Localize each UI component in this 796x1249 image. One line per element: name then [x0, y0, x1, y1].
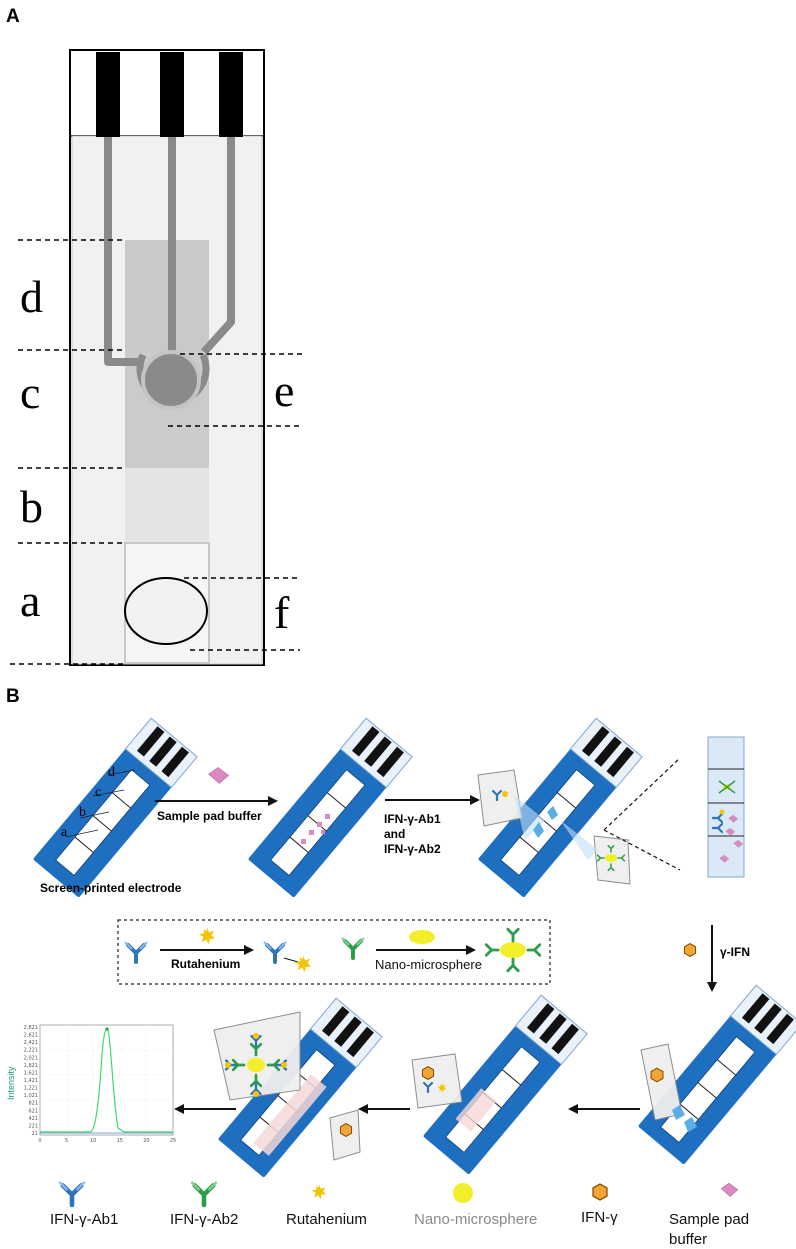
legend-ab1-icon	[59, 1182, 84, 1205]
legend-buffer-icon	[720, 1182, 739, 1197]
legend-ab2-icon	[191, 1182, 216, 1205]
electrode-schematic: d c b a e f	[10, 49, 305, 666]
antibody-electrode-step	[477, 717, 643, 899]
caption-rutahenium: Rutahenium	[171, 957, 240, 971]
signal-peak-line	[40, 1028, 173, 1133]
plot-ytick-label: 821	[28, 1101, 38, 1107]
ifn-electrode-step	[637, 984, 796, 1166]
contact-pad	[96, 52, 120, 137]
caption-ab2: IFN-γ-Ab2	[384, 842, 441, 856]
plot-ytick-label: 221	[28, 1123, 38, 1129]
plot-xtick-label: 0	[38, 1138, 41, 1144]
zoomed-strip	[707, 736, 745, 878]
zone-label-a: a	[20, 575, 40, 626]
legend: IFN-γ-Ab1 IFN-γ-Ab2 Rutahenium Nano-micr…	[50, 1182, 749, 1248]
working-electrode	[141, 350, 201, 410]
buffer-diamond-icon	[208, 767, 229, 784]
plot-ytick-label: 1,221	[24, 1086, 38, 1092]
zone-b-region	[125, 468, 209, 543]
plot-ytick-label: 2,621	[24, 1033, 38, 1039]
complete-sandwich-step	[213, 997, 383, 1179]
strip-letter-d: d	[108, 765, 115, 780]
plot-xtick-label: 5	[65, 1138, 68, 1144]
plot-ytick-label: 1,421	[24, 1078, 38, 1084]
legend-label-buffer-2: buffer	[669, 1231, 707, 1248]
plot-xtick-label: 10	[90, 1138, 96, 1144]
caption-sample-pad-buffer: Sample pad buffer	[157, 809, 262, 823]
zone-label-e: e	[274, 365, 294, 416]
plot-ytick-label: 2,021	[24, 1055, 38, 1061]
sandwich-electrode-step	[411, 994, 588, 1176]
strip-letter-b: b	[79, 805, 86, 820]
strip-letter-a: a	[61, 825, 68, 840]
legend-label-ifn: IFN-γ	[581, 1209, 618, 1226]
zone-d-region	[125, 240, 209, 350]
caption-nano-microsphere: Nano-microsphere	[375, 957, 482, 972]
legend-label-ab1: IFN-γ-Ab1	[50, 1211, 118, 1228]
sample-well	[124, 577, 208, 645]
plot-ytick-label: 21	[32, 1131, 38, 1137]
plot-ylabel: Intensity	[6, 1066, 16, 1100]
bare-electrode-step: a b c d Screen-printed electrode	[32, 717, 198, 899]
contact-pad	[219, 52, 243, 137]
legend-label-rutahenium: Rutahenium	[286, 1211, 367, 1228]
strip-letter-c: c	[95, 785, 101, 800]
plot-xtick-label: 25	[170, 1138, 176, 1144]
zoom-line	[603, 757, 681, 831]
caption-and: and	[384, 827, 405, 841]
zone-label-f: f	[274, 587, 290, 638]
plot-ytick-label: 1,021	[24, 1093, 38, 1099]
zone-label-b: b	[20, 481, 43, 532]
ifn-hexagon-icon	[683, 943, 697, 957]
zone-label-d: d	[20, 271, 43, 322]
panel-a-label: A	[6, 6, 20, 27]
legend-label-microsphere: Nano-microsphere	[414, 1211, 537, 1228]
zoom-line	[603, 829, 681, 871]
caption-gamma-ifn: γ-IFN	[720, 945, 750, 959]
plot-ytick-label: 2,221	[24, 1048, 38, 1054]
nano-microsphere-icon	[409, 930, 435, 944]
plot-ytick-label: 621	[28, 1108, 38, 1114]
contact-pad	[160, 52, 184, 137]
plot-ytick-label: 421	[28, 1116, 38, 1122]
plot-ytick-label: 2,821	[24, 1025, 38, 1031]
buffer-electrode-step	[247, 717, 413, 899]
reagent-preparation-box	[117, 919, 551, 985]
zone-label-c: c	[20, 367, 40, 418]
legend-rutahenium-icon	[311, 1184, 327, 1200]
caption-ab1: IFN-γ-Ab1	[384, 812, 441, 826]
caption-screen-printed-electrode: Screen-printed electrode	[40, 881, 182, 895]
plot-xtick-label: 20	[143, 1138, 149, 1144]
plot-ytick-label: 1,821	[24, 1063, 38, 1069]
legend-microsphere-icon	[453, 1183, 473, 1203]
plot-xtick-label: 15	[117, 1138, 123, 1144]
microsphere-complex-icon	[484, 927, 542, 973]
plot-ytick-label: 2,421	[24, 1040, 38, 1046]
legend-label-buffer-1: Sample pad	[669, 1211, 749, 1228]
panel-b-label: B	[6, 686, 20, 707]
legend-ifn-icon	[592, 1183, 608, 1201]
legend-label-ab2: IFN-γ-Ab2	[170, 1211, 238, 1228]
plot-ytick-label: 1,621	[24, 1070, 38, 1076]
